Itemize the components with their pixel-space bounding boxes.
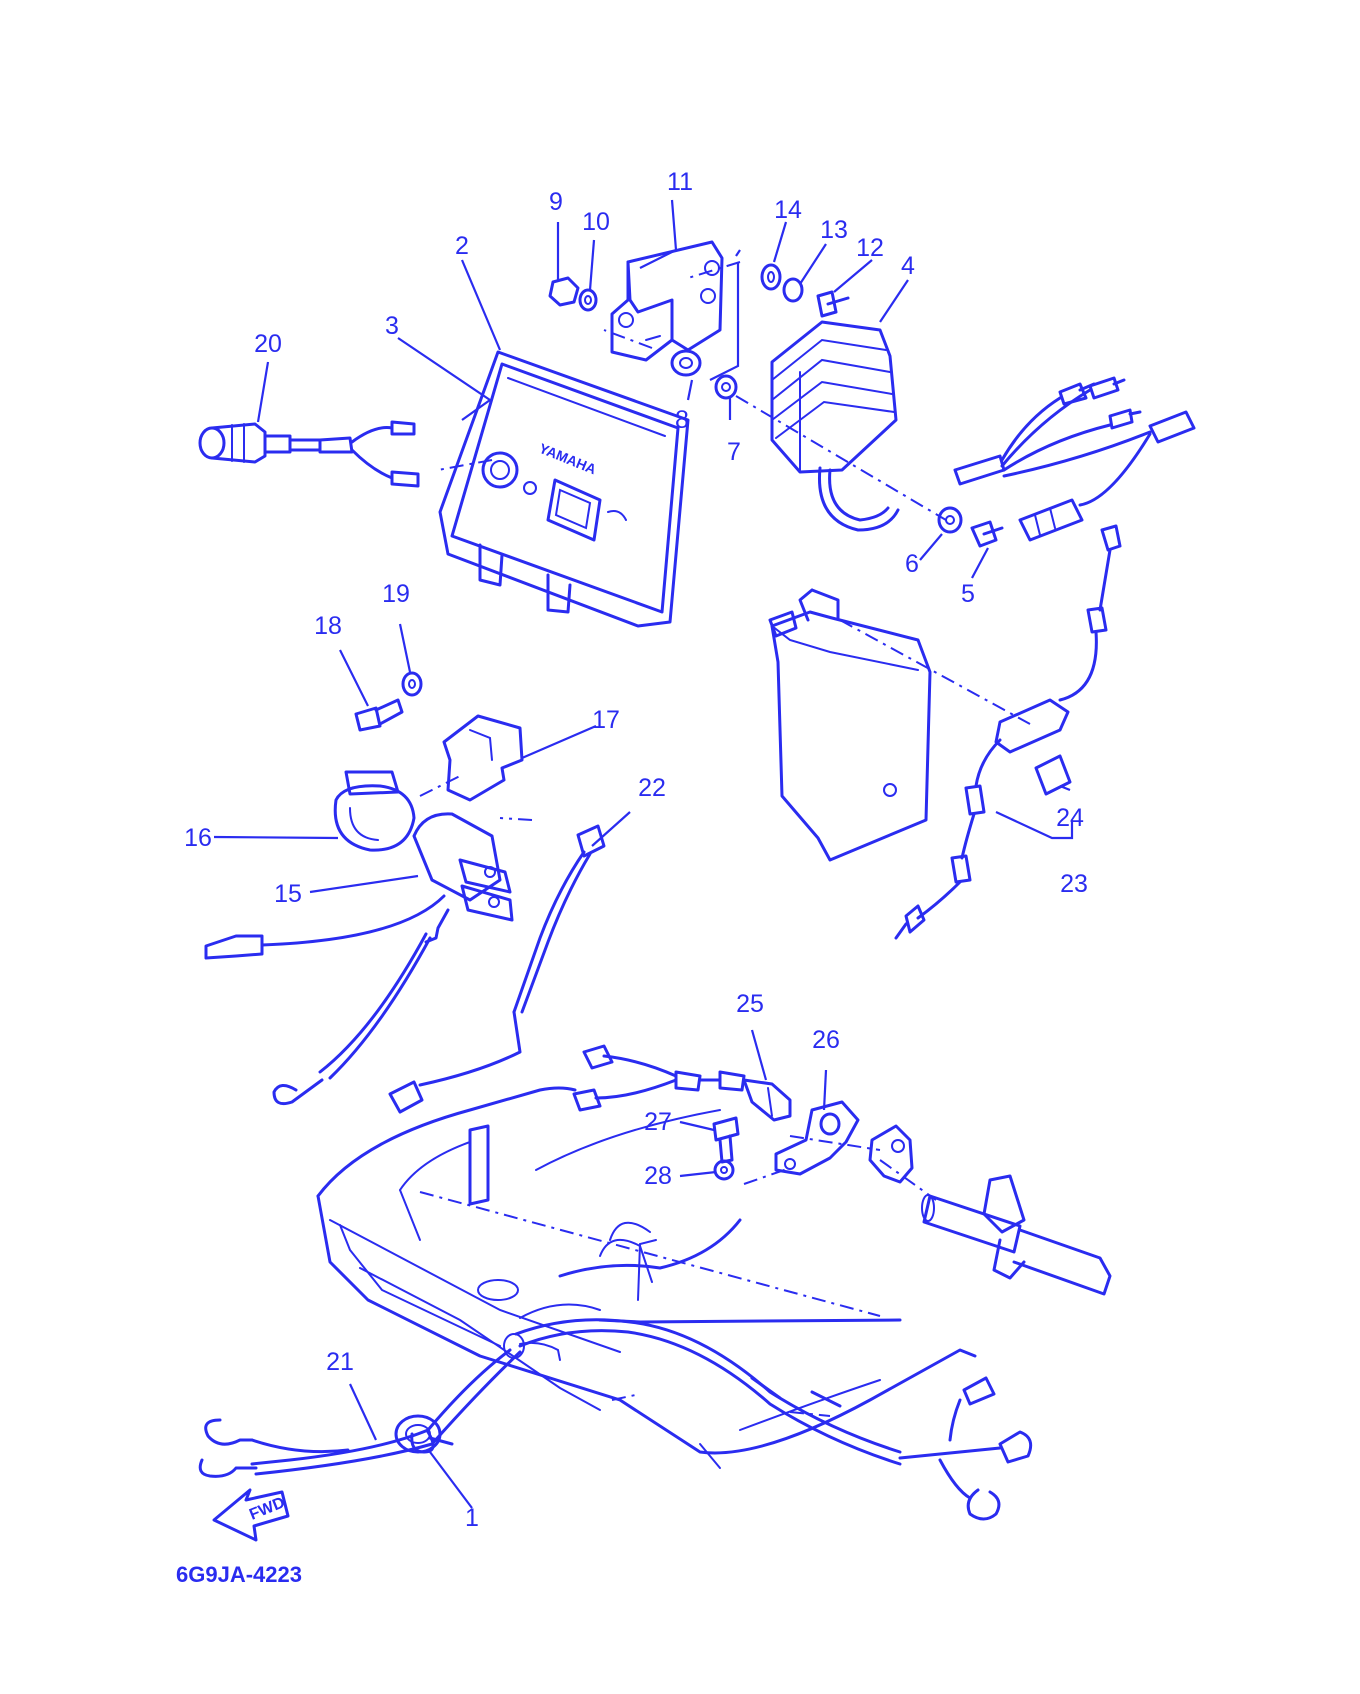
rectifier-regulator [770, 320, 900, 532]
throttle-link [868, 1124, 1112, 1296]
washer-10 [578, 288, 598, 312]
bottom-cowling [316, 1086, 977, 1469]
callout-10: 10 [582, 208, 610, 236]
washer-28 [713, 1159, 735, 1181]
callout-23: 23 [1060, 870, 1088, 898]
callout-4: 4 [901, 252, 915, 280]
assembly-lines [419, 261, 1031, 1417]
callout-12: 12 [856, 234, 884, 262]
callout-8: 8 [675, 406, 689, 434]
callout-11: 11 [667, 168, 693, 196]
diagram-code: 6G9JA-4223 [176, 1562, 302, 1587]
washer-19 [401, 671, 423, 697]
callout-1: 1 [465, 1504, 479, 1532]
fuse-24 [1034, 754, 1072, 796]
callout-numbers: 1 2 3 4 5 6 7 8 9 10 11 12 13 14 15 16 1… [184, 168, 1088, 1532]
callout-9: 9 [549, 188, 563, 216]
callout-6: 6 [905, 550, 919, 578]
callout-13: 13 [820, 216, 848, 244]
nut-9 [548, 276, 580, 307]
bolt-12 [816, 290, 850, 318]
callout-7: 7 [727, 438, 741, 466]
bolt-5 [970, 520, 1004, 548]
callout-25: 25 [736, 990, 764, 1018]
regulator-leads [953, 376, 1196, 542]
bolt-27 [712, 1116, 740, 1164]
mounting-bracket [610, 240, 724, 362]
callout-21: 21 [326, 1348, 354, 1376]
yamaha-logo: YAMAHA [537, 440, 599, 477]
push-switch [198, 420, 420, 488]
callout-17: 17 [592, 706, 620, 734]
neutral-switch [572, 1044, 792, 1122]
callout-3: 3 [385, 312, 399, 340]
callout-24: 24 [1056, 804, 1084, 832]
fuse-lead [894, 524, 1122, 940]
washer-7 [714, 374, 738, 400]
relay-holder [333, 770, 416, 852]
callout-20: 20 [254, 330, 282, 358]
wire-22 [388, 824, 606, 1114]
washer-13 [782, 277, 804, 303]
callout-26: 26 [812, 1026, 840, 1054]
callout-28: 28 [644, 1162, 672, 1190]
callout-22: 22 [638, 774, 666, 802]
control-box: YAMAHA [438, 350, 690, 628]
bracket-26 [774, 1100, 860, 1176]
washer-6 [937, 506, 963, 534]
callout-18: 18 [314, 612, 342, 640]
callout-5: 5 [961, 580, 975, 608]
electrical-cover [768, 588, 932, 862]
callout-16: 16 [184, 824, 212, 852]
relay-leads [204, 894, 450, 1106]
grommet-1 [394, 1333, 525, 1454]
callout-19: 19 [382, 580, 410, 608]
fwd-arrow: FWD [212, 1488, 290, 1542]
starter-relay [412, 812, 514, 922]
relay-bracket [442, 714, 524, 802]
grommet-8 [670, 349, 702, 377]
callout-14: 14 [774, 196, 802, 224]
leader-lines [213, 199, 1074, 1509]
washer-14 [760, 263, 782, 291]
callout-15: 15 [274, 880, 302, 908]
callout-2: 2 [455, 232, 469, 260]
bolt-18 [354, 698, 404, 732]
callout-27: 27 [644, 1108, 672, 1136]
